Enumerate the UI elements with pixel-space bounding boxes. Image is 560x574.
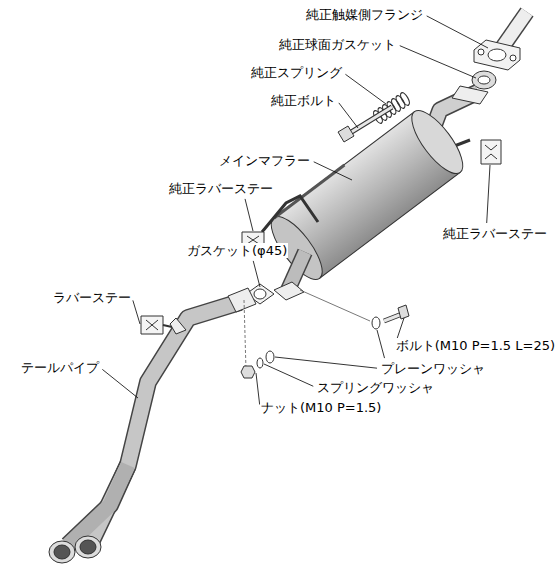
part-label: メインマフラー — [218, 153, 311, 168]
part-label: 純正触媒側フランジ — [305, 7, 424, 22]
leader-line — [275, 357, 377, 368]
leader-line — [400, 46, 476, 78]
rubber-stay — [141, 316, 172, 334]
leader-line — [253, 261, 260, 287]
leader-line — [339, 103, 358, 128]
part-label: 純正ボルト — [270, 93, 337, 108]
bolt-m10 — [384, 305, 409, 321]
leader-line — [377, 330, 385, 358]
outlet-pipe — [274, 252, 305, 300]
part-label: ボルト(M10 P=1.5 L=25) — [395, 338, 556, 353]
spherical-gasket — [472, 71, 496, 89]
part-label: ナット(M10 P=1.5) — [260, 400, 382, 415]
rubber-stay — [481, 140, 501, 164]
leader-line — [245, 199, 253, 231]
plain-washer — [372, 317, 380, 329]
assembly-line — [300, 290, 370, 321]
hanger-rod — [262, 196, 318, 232]
part-label: 純正ラバーステー — [168, 181, 274, 196]
leader-line — [102, 369, 138, 398]
part-label: 純正スプリング — [250, 65, 343, 80]
leader-line — [133, 300, 140, 324]
assembly-line — [244, 300, 246, 370]
part-label: 純正ラバーステー — [442, 226, 548, 241]
part-label: スプリングワッシャ — [316, 380, 435, 395]
part-label: 純正球面ガスケット — [278, 37, 397, 52]
part-label: テールパイプ — [20, 360, 100, 375]
leader-line — [427, 16, 488, 48]
leader-line — [314, 162, 352, 180]
nut — [241, 366, 255, 378]
leader-line — [487, 165, 490, 223]
spring-washer — [257, 358, 263, 368]
part-label: プレーンワッシャ — [380, 361, 486, 376]
part-label: ラバーステー — [52, 290, 132, 305]
part-label: ガスケット(φ45) — [186, 243, 288, 258]
leader-line — [264, 364, 313, 386]
tail-pipe — [49, 288, 256, 563]
plain-washer — [266, 351, 274, 363]
leader-line — [345, 74, 386, 104]
